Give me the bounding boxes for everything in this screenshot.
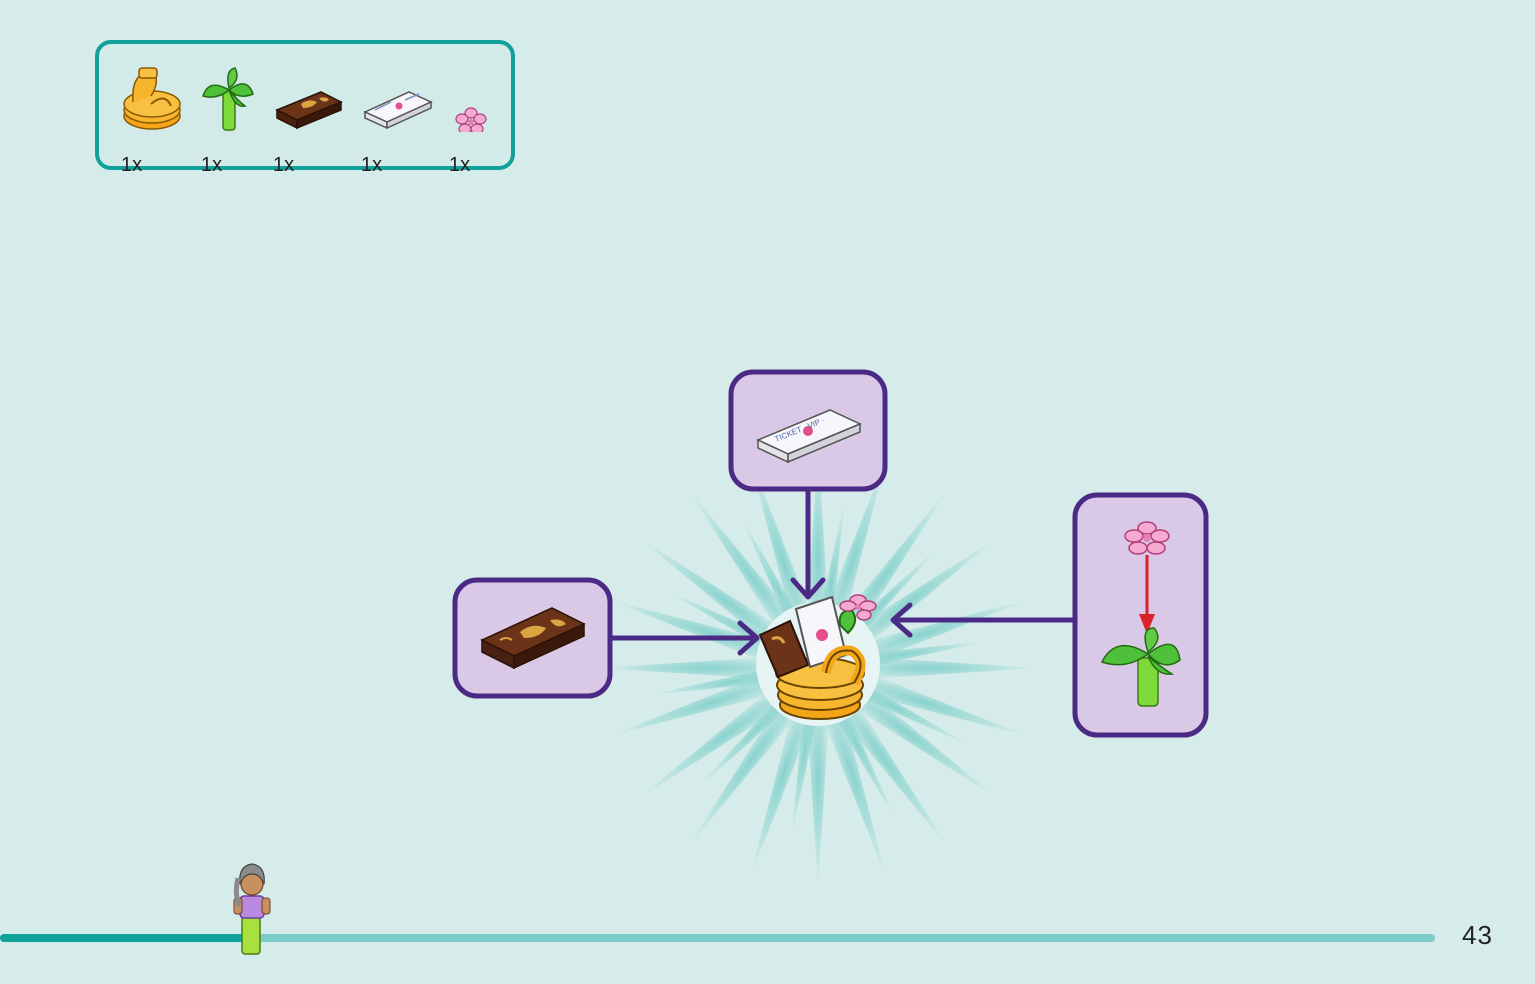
part-basket: 1x [121,66,183,176]
chocolate-tile-icon [275,91,343,130]
part-chocolate-tile-qty: 1x [273,154,295,176]
part-flower: 1x [449,66,499,176]
ticket-tile-callout-icon: TICKET · VIP · [756,409,862,464]
assembled-basket [758,594,877,720]
basket-icon [123,67,181,130]
progress-bar [0,934,1435,942]
minifigure-progress-marker [233,863,271,955]
part-ticket-tile: 1x [361,66,433,176]
plant-stem-callout-icon [1100,627,1181,707]
arrow-right-head [737,620,760,656]
parts-list-box: 1x 1x 1x 1x [95,40,515,176]
page-number: 43 [1462,920,1493,950]
arrow-down-head [790,577,826,600]
part-plant-stem-qty: 1x [201,154,223,176]
flower-callout-icon [1124,521,1170,555]
progress-fill [0,934,250,942]
part-basket-qty: 1x [121,154,143,176]
part-plant-stem: 1x [201,66,255,176]
red-arrow [1139,555,1155,634]
plant-stem-icon [202,67,254,131]
chocolate-tile-callout-icon [480,607,586,670]
part-flower-qty: 1x [449,154,471,176]
part-ticket-tile-qty: 1x [361,154,383,176]
flower-icon [455,107,487,132]
part-chocolate-tile: 1x [273,66,343,176]
assembly-arrows [609,487,1078,656]
arrow-left-head [890,602,913,638]
ticket-tile-icon [363,91,433,130]
